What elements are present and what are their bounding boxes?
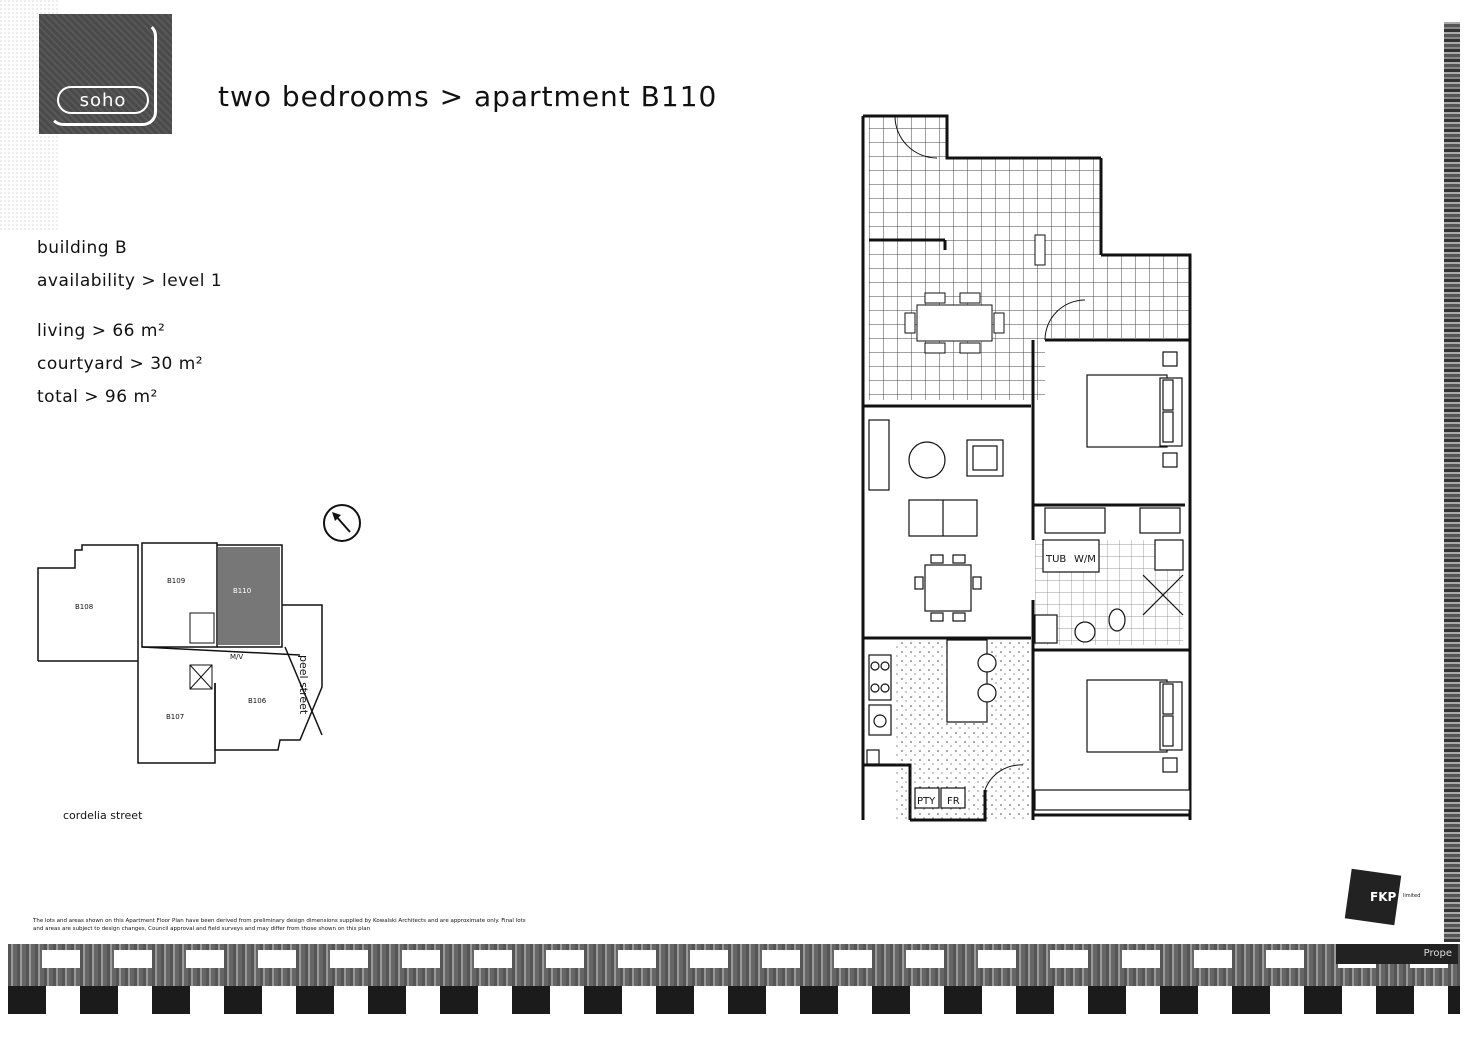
unit-label-b108: B108 xyxy=(75,603,94,611)
street-label-peel: peel street xyxy=(297,655,310,715)
logo-frame xyxy=(49,22,157,126)
logo-wordmark: soho xyxy=(57,86,149,114)
unit-label-b109: B109 xyxy=(167,577,186,585)
footer-checker-pattern xyxy=(8,986,1460,1014)
fkp-logo-subtext: limited xyxy=(1403,893,1421,899)
spec-living: living > 66 m² xyxy=(37,321,166,341)
pantry-label: PTY xyxy=(917,796,936,807)
street-label-cordelia: cordelia street xyxy=(63,809,143,822)
laundry-tub-label: TUB xyxy=(1045,554,1066,565)
disclaimer-text: The lots and areas shown on this Apartme… xyxy=(33,918,526,932)
fkp-logo: FKP limited xyxy=(1340,868,1430,928)
spec-availability: availability > level 1 xyxy=(37,271,223,291)
unit-label-b107: B107 xyxy=(166,713,185,721)
north-arrow-icon xyxy=(323,504,361,542)
soho-logo: soho xyxy=(39,14,172,134)
scan-edge-strip xyxy=(1444,22,1460,942)
spec-building: building B xyxy=(37,238,128,258)
fkp-logo-text: FKP xyxy=(1370,890,1397,904)
fridge-label: FR xyxy=(947,796,960,807)
apartment-floor-plan: TUB W/M PTY FR xyxy=(855,100,1200,844)
page-title: two bedrooms > apartment B110 xyxy=(218,80,718,113)
spec-total: total > 96 m² xyxy=(37,387,158,407)
unit-label-b110: B110 xyxy=(233,587,252,595)
footer-pattern-top xyxy=(8,950,1460,968)
site-plan: B108 B109 B110 B107 B106 M/V xyxy=(30,535,330,779)
unit-label-b106: B106 xyxy=(248,697,267,705)
footer-badge: Prope xyxy=(1336,944,1458,964)
lift-label: M/V xyxy=(230,653,244,661)
washing-machine-label: W/M xyxy=(1074,554,1096,565)
spec-courtyard: courtyard > 30 m² xyxy=(37,354,204,374)
